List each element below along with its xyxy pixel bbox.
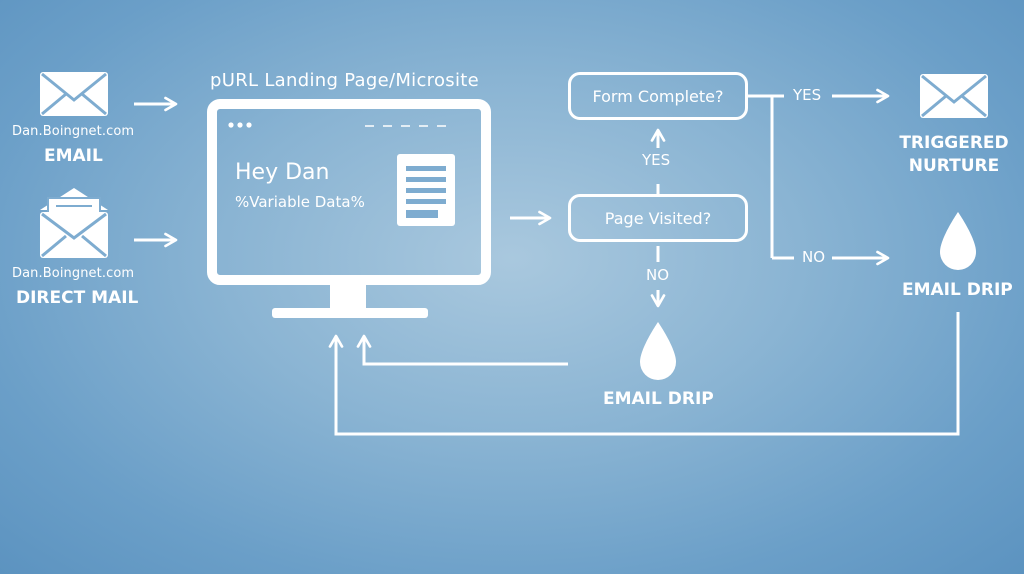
visited-no-label: NO: [646, 266, 670, 284]
monitor-icon: [207, 99, 491, 318]
right-drip-loop-arrow: [328, 312, 960, 436]
visited-yes-label: YES: [642, 151, 671, 169]
triggered-nurture-label: TRIGGERED NURTURE: [898, 132, 1010, 178]
email-drip-right-label: EMAIL DRIP: [902, 280, 1013, 300]
drop-icon-right: [940, 212, 976, 270]
direct-mail-label: DIRECT MAIL: [16, 288, 139, 308]
form-complete-box: Form Complete?: [568, 72, 748, 120]
document-icon: [397, 154, 455, 226]
email-label: EMAIL: [44, 146, 103, 166]
page-visited-label: Page Visited?: [604, 208, 712, 228]
variable-data-text: %Variable Data%: [235, 193, 365, 211]
nurture-envelope-icon: [920, 74, 988, 118]
landing-title: pURL Landing Page/Microsite: [210, 70, 480, 91]
envelope-icon: [40, 72, 108, 116]
email-url: Dan.Boingnet.com: [12, 124, 135, 139]
direct-mail-url: Dan.Boingnet.com: [12, 266, 135, 281]
form-no-label: NO: [802, 248, 826, 266]
bottom-drip-loop-arrow: [356, 334, 568, 366]
email-drip-bottom-label: EMAIL DRIP: [603, 389, 714, 409]
nurture-line: NURTURE: [908, 156, 1000, 176]
open-envelope-icon: [40, 188, 108, 258]
drop-icon-bottom: [640, 322, 676, 380]
form-complete-label: Form Complete?: [592, 86, 724, 106]
page-visited-box: Page Visited?: [568, 194, 748, 242]
form-yes-label: YES: [793, 86, 822, 104]
greeting-text: Hey Dan: [235, 160, 330, 185]
triggered-line: TRIGGERED: [899, 133, 1009, 153]
